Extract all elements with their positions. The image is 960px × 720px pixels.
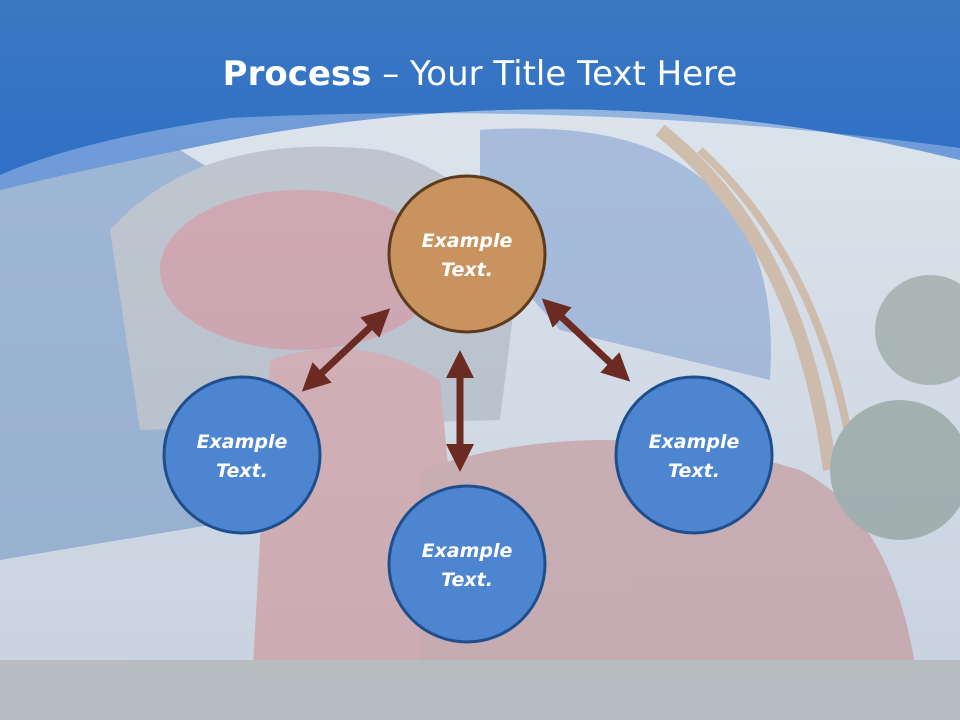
- node-label-line2: Text.: [441, 259, 493, 281]
- node-label-line1: Example: [649, 431, 740, 453]
- node-circle: [162, 375, 322, 535]
- process-node-left: Example Text.: [162, 375, 322, 535]
- process-node-right: Example Text.: [614, 375, 774, 535]
- process-node-bottom: Example Text.: [387, 484, 547, 644]
- title-rest: Your Title Text Here: [410, 54, 738, 94]
- slide-title: Process – Your Title Text Here: [0, 52, 960, 96]
- node-circle: [614, 375, 774, 535]
- header-band: [0, 0, 960, 190]
- process-node-top: Example Text.: [387, 174, 547, 334]
- node-label-line1: Example: [422, 540, 513, 562]
- header-swoosh: [0, 109, 960, 190]
- node-label-line2: Text.: [668, 460, 720, 482]
- node-label-line1: Example: [197, 431, 288, 453]
- node-label-line2: Text.: [441, 569, 493, 591]
- title-bold: Process: [222, 54, 372, 94]
- node-label-line2: Text.: [216, 460, 268, 482]
- node-circle: [387, 174, 547, 334]
- arrow-top-left: [301, 308, 391, 392]
- title-separator: –: [371, 54, 411, 94]
- node-label-line1: Example: [422, 230, 513, 252]
- node-circle: [387, 484, 547, 644]
- arrow-top-right: [541, 298, 631, 382]
